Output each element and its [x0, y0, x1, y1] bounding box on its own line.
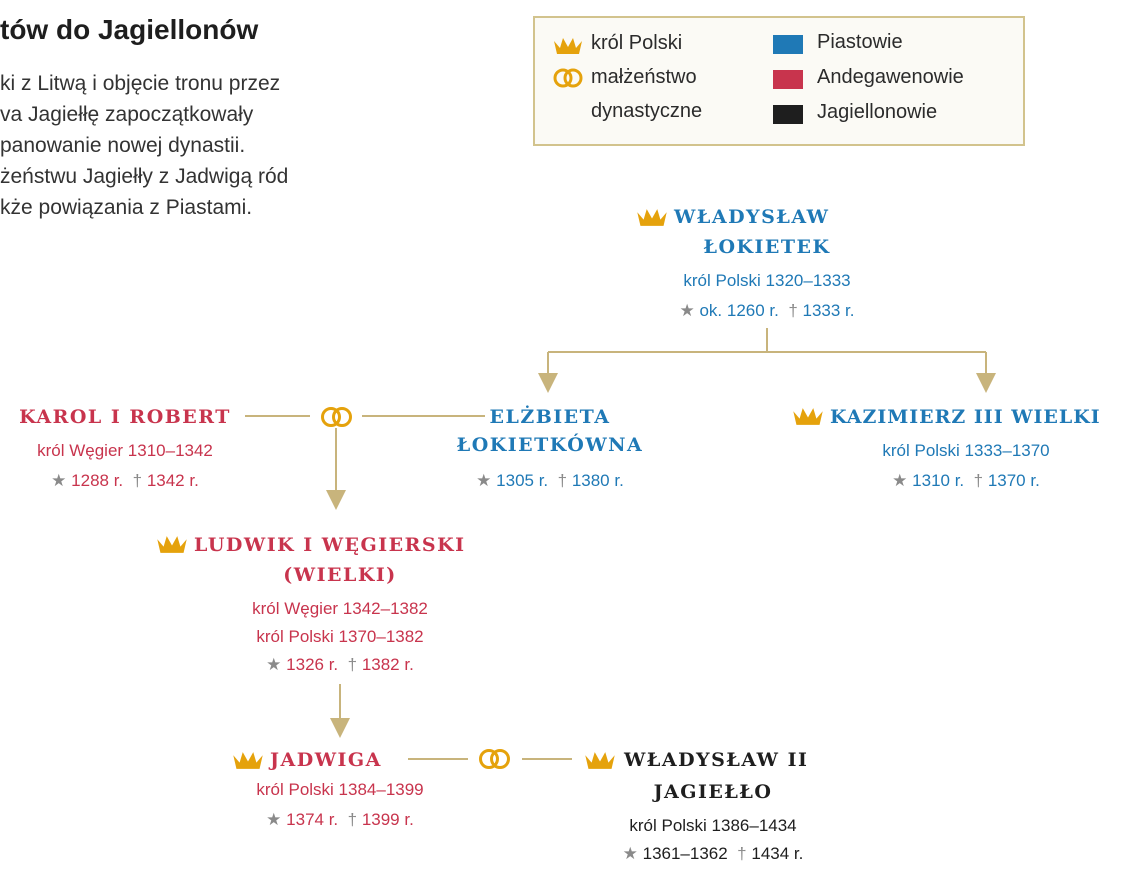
piast-swatch	[773, 35, 803, 54]
rings-icon	[321, 407, 352, 427]
born-icon: ★	[51, 471, 67, 490]
born-icon: ★	[622, 844, 638, 863]
legend-crown-label: król Polski	[591, 32, 683, 54]
person-name: KAROL I ROBERT	[19, 406, 231, 428]
person-dates: ★ 1288 r. † 1342 r.	[0, 466, 250, 496]
intro-text: ki z Litwą i objęcie tronu przez va Jagi…	[0, 68, 500, 223]
legend-piast-label: Piastowie	[817, 31, 903, 53]
person-dates: ★ 1326 r. † 1382 r.	[150, 650, 530, 680]
person-ludwik: LUDWIK I WĘGIERSKI (WIELKI) król Węgier …	[150, 528, 500, 688]
died-date: 1434 r.	[751, 844, 804, 863]
died-icon: †	[132, 471, 143, 490]
legend-marriage-label: małżeństwo	[591, 66, 697, 88]
person-karol: KAROL I ROBERT król Węgier 1310–1342 ★ 1…	[0, 402, 250, 497]
person-name: ELŻBIETA	[489, 406, 611, 428]
person-lokietek: WŁADYSŁAW ŁOKIETEK król Polski 1320–1333…	[612, 200, 922, 330]
born-date: 1310 r.	[912, 471, 965, 490]
died-date: 1380 r.	[571, 471, 624, 490]
person-title: król Węgier 1342–1382	[252, 599, 428, 618]
person-name: ŁOKIETEK	[703, 236, 831, 258]
person-name: WŁADYSŁAW	[674, 206, 830, 228]
legend-jagiellon-label: Jagiellonowie	[817, 101, 938, 123]
born-date: 1374 r.	[286, 810, 339, 829]
born-icon: ★	[476, 471, 492, 490]
born-date: 1361–1362	[642, 844, 728, 863]
legend-andegawen-label: Andegawenowie	[817, 66, 964, 88]
died-date: 1382 r.	[361, 655, 414, 674]
born-date: 1305 r.	[496, 471, 549, 490]
page-title: tów do Jagiellonów	[0, 14, 259, 45]
person-name: WŁADYSŁAW II	[624, 749, 809, 771]
person-name: (WIELKI)	[283, 564, 397, 586]
person-kazimierz: KAZIMIERZ III WIELKI król Polski 1333–13…	[790, 402, 1129, 497]
died-date: 1370 r.	[987, 471, 1040, 490]
crown-icon	[793, 408, 823, 425]
crown-icon	[233, 752, 263, 769]
person-dates: ★ ok. 1260 r. † 1333 r.	[612, 296, 922, 326]
legend-marriage-label: dynastyczne	[591, 100, 703, 122]
person-name: ŁOKIETKÓWNA	[456, 434, 644, 456]
person-name: LUDWIK I WĘGIERSKI	[194, 534, 466, 556]
person-dates: ★ 1305 r. † 1380 r.	[435, 466, 665, 496]
died-icon: †	[788, 301, 798, 320]
died-date: 1333 r.	[802, 301, 855, 320]
person-elzbieta: ELŻBIETA ŁOKIETKÓWNA ★ 1305 r. † 1380 r.	[435, 402, 665, 497]
intro-line: ki z Litwą i objęcie tronu przez	[0, 72, 281, 95]
crown-icon	[157, 536, 187, 553]
person-name: JAGIEŁŁO	[653, 781, 773, 803]
intro-line: kże powiązania z Piastami.	[0, 196, 253, 219]
person-dates: ★ 1361–1362 † 1434 r.	[578, 839, 848, 869]
intro-line: panowanie nowej dynastii.	[0, 134, 246, 157]
rings-icon	[479, 749, 510, 769]
person-title: król Węgier 1310–1342	[37, 441, 213, 460]
died-date: 1342 r.	[146, 471, 199, 490]
person-title: król Polski 1386–1434	[629, 816, 797, 835]
born-date: ok. 1260 r.	[699, 301, 779, 320]
legend: król Polski małżeństwo dynastyczne Piast…	[533, 16, 1025, 146]
person-dates: ★ 1374 r. † 1399 r.	[220, 805, 460, 835]
rings-icon	[553, 68, 583, 88]
person-title: król Polski 1320–1333	[683, 271, 851, 290]
person-title: król Polski 1333–1370	[882, 441, 1050, 460]
born-icon: ★	[679, 301, 695, 320]
born-icon: ★	[266, 655, 282, 674]
intro-line: żeństwu Jagiełły z Jadwigą ród	[0, 165, 289, 188]
born-date: 1288 r.	[71, 471, 124, 490]
born-date: 1326 r.	[286, 655, 339, 674]
person-jagiello: WŁADYSŁAW II JAGIEŁŁO król Polski 1386–1…	[578, 745, 878, 867]
person-jadwiga: JADWIGA król Polski 1384–1399 ★ 1374 r. …	[220, 745, 460, 845]
andegawen-swatch	[773, 70, 803, 89]
crown-icon	[554, 38, 582, 54]
crown-icon	[637, 209, 667, 226]
born-icon: ★	[266, 810, 282, 829]
died-icon: †	[347, 810, 358, 829]
person-title: król Polski 1384–1399	[256, 780, 424, 799]
person-dates: ★ 1310 r. † 1370 r.	[818, 466, 1114, 496]
crown-icon	[585, 752, 615, 769]
jagiellon-swatch	[773, 105, 803, 124]
person-name: JADWIGA	[270, 749, 382, 771]
died-icon: †	[557, 471, 568, 490]
died-icon: †	[973, 471, 984, 490]
born-icon: ★	[892, 471, 908, 490]
died-icon: †	[737, 844, 747, 863]
died-icon: †	[347, 655, 358, 674]
person-title: król Polski 1370–1382	[256, 627, 424, 646]
died-date: 1399 r.	[361, 810, 414, 829]
intro-line: va Jagiełłę zapoczątkowały	[0, 103, 254, 126]
person-name: KAZIMIERZ III WIELKI	[830, 406, 1101, 428]
